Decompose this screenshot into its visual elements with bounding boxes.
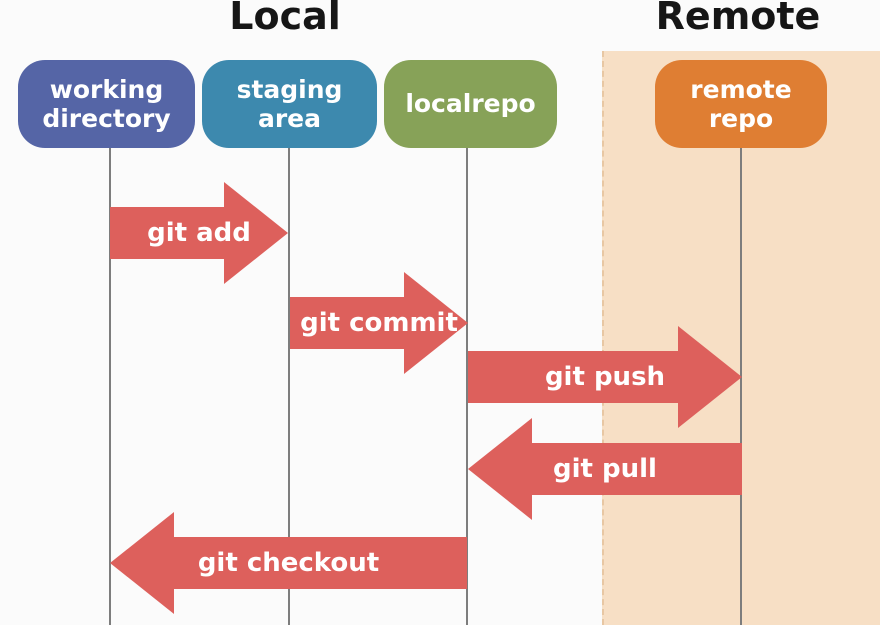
git-pull-arrow	[531, 443, 742, 495]
git-commit-label: git commit	[300, 308, 458, 338]
working-directory-lifeline	[109, 147, 111, 625]
localrepo-lifeline	[466, 147, 468, 625]
remote-repo-node: remote repo	[655, 60, 827, 148]
staging-area-lifeline	[288, 147, 290, 625]
git-push-arrow	[468, 351, 679, 403]
git-add-label: git add	[147, 218, 251, 248]
localrepo-node: localrepo	[384, 60, 557, 148]
git-commit-arrow	[290, 297, 405, 349]
working-directory-node: working directory	[18, 60, 195, 148]
remote-repo-lifeline	[740, 147, 742, 625]
local-section-title: Local	[229, 0, 341, 38]
git-add-arrow	[110, 207, 225, 259]
remote-section-title: Remote	[655, 0, 821, 38]
staging-area-node: staging area	[202, 60, 377, 148]
git-checkout-label: git checkout	[197, 548, 380, 578]
git-checkout-arrow	[173, 537, 467, 589]
git-push-label: git push	[544, 362, 666, 392]
git-pull-label: git pull	[553, 454, 657, 484]
